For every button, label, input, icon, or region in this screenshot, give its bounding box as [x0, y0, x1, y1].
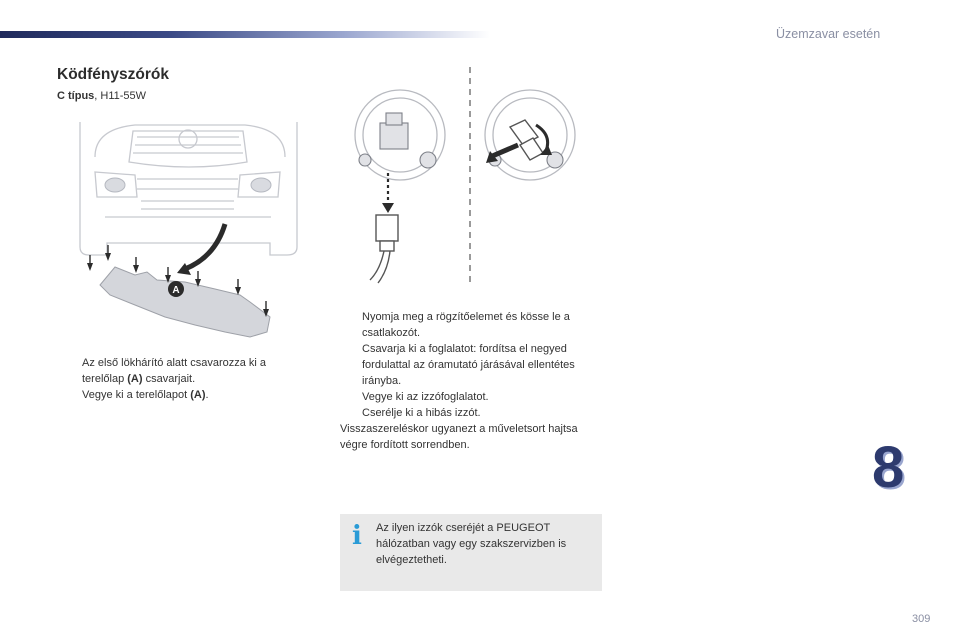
deflector-label-a: A: [172, 285, 179, 296]
step-text: .: [205, 389, 209, 401]
list-item: Vegye ki a terelőlapot (A).: [60, 387, 310, 403]
bulb-type-label: C típus: [57, 90, 95, 102]
step-text: Az első lökhárító alatt csavarozza ki a …: [82, 357, 267, 385]
ref-a-label: (A): [127, 373, 143, 385]
step-text: Vegye ki az izzófoglalatot.: [362, 391, 489, 403]
bulb-type-value: , H11-55W: [94, 90, 147, 102]
info-box: i Az ilyen izzók cseréjét a PEUGEOT háló…: [340, 514, 602, 591]
reassembly-note: Visszaszereléskor ugyanezt a műveletsort…: [340, 423, 578, 451]
list-item: Vegye ki az izzófoglalatot.: [340, 389, 605, 405]
info-icon: i: [352, 521, 362, 551]
step-text: csavarjait.: [142, 373, 196, 385]
header-gradient-bar: [0, 31, 490, 38]
bulb-steps-list: Nyomja meg a rögzítőelemet és kösse le a…: [340, 309, 605, 453]
step-text: Csavarja ki a foglalatot: fordítsa el ne…: [362, 343, 575, 387]
bulb-type-subtitle: C típus, H11-55W: [57, 90, 146, 102]
info-text: Az ilyen izzók cseréjét a PEUGEOT hálóza…: [376, 522, 567, 566]
deflector-steps-list: Az első lökhárító alatt csavarozza ki a …: [60, 355, 310, 403]
page-number: 309: [912, 613, 931, 625]
ref-a-label: (A): [190, 389, 206, 401]
list-item: Nyomja meg a rögzítőelemet és kösse le a…: [340, 309, 605, 341]
step-text: Vegye ki a terelőlapot: [82, 389, 191, 401]
list-item: Cserélje ki a hibás izzót.: [340, 405, 605, 421]
list-item: Csavarja ki a foglalatot: fordítsa el ne…: [340, 341, 605, 389]
step-text: Nyomja meg a rögzítőelemet és kösse le a…: [362, 311, 570, 339]
step-text: Cserélje ki a hibás izzót.: [362, 407, 481, 419]
page-title: Ködfényszórók: [57, 66, 169, 83]
bumper-deflector-illustration: A: [79, 122, 298, 338]
section-title: Üzemzavar esetén: [776, 27, 881, 41]
chapter-number: 8: [872, 435, 905, 500]
fog-lamp-bulb-illustration: [354, 67, 576, 285]
list-item: Az első lökhárító alatt csavarozza ki a …: [60, 355, 310, 387]
